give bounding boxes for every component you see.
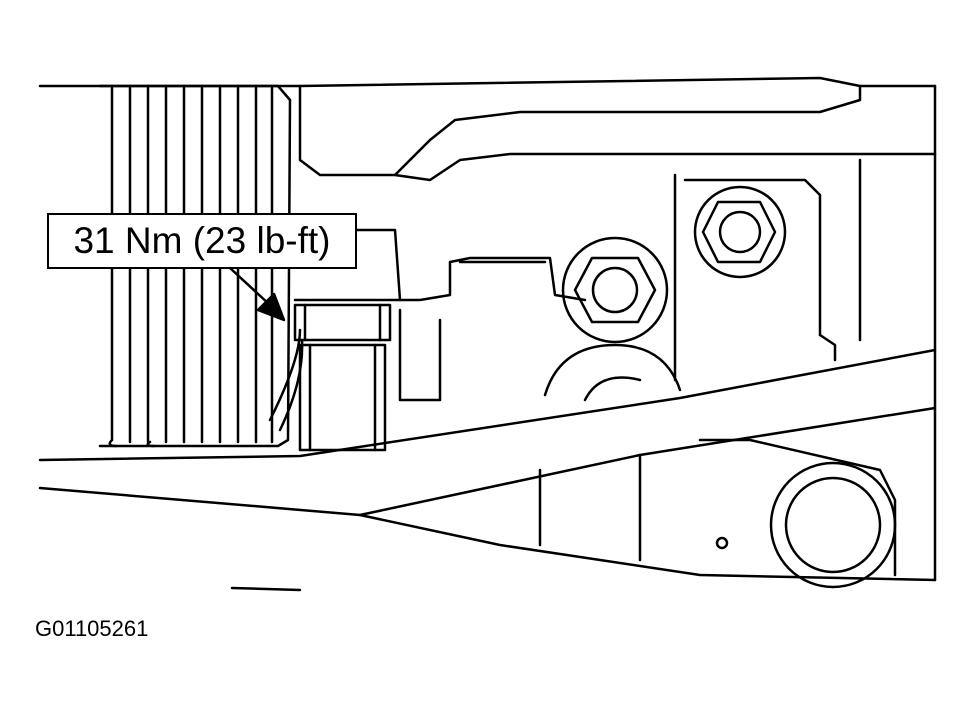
round-boss xyxy=(543,343,682,402)
torque-callout-box: 31 Nm (23 lb-ft) xyxy=(47,213,357,269)
mounting-plate xyxy=(398,173,837,402)
lower-right-component xyxy=(538,438,897,589)
bolt-upper-right xyxy=(693,185,787,279)
callout-arrow xyxy=(228,266,286,322)
torque-label: 31 Nm (23 lb-ft) xyxy=(73,220,331,261)
belt xyxy=(38,348,937,592)
right-edge-lines xyxy=(858,84,937,582)
torque-bolt xyxy=(293,303,392,452)
bolt-middle xyxy=(561,236,669,344)
figure-id: G01105261 xyxy=(35,616,149,641)
